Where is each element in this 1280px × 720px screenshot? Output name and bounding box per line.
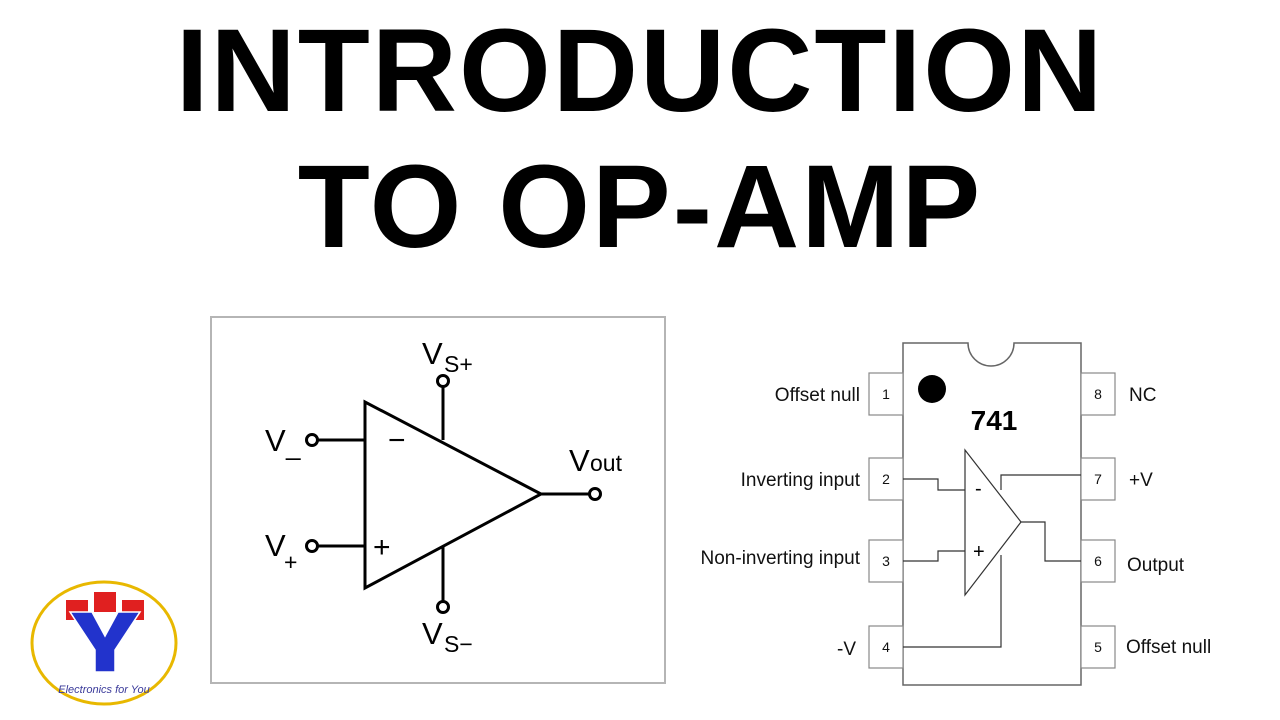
electronics-for-you-logo: Electronics for You — [30, 580, 178, 706]
pin-number-2: 2 — [882, 471, 890, 487]
pin-number-6: 6 — [1094, 553, 1102, 569]
pin-number-1: 1 — [882, 386, 890, 402]
label-vs-plus: V S+ — [422, 336, 473, 377]
pin-box-2 — [868, 457, 904, 501]
pin-number-7: 7 — [1094, 471, 1102, 487]
v-minus-terminal — [305, 433, 319, 447]
v-out-terminal — [588, 487, 602, 501]
vs-minus-terminal — [436, 600, 450, 614]
ic-part-number: 741 — [971, 405, 1018, 436]
opamp-minus-sign: − — [388, 424, 406, 457]
pin-box-3 — [868, 539, 904, 583]
pin-number-5: 5 — [1094, 639, 1102, 655]
pin-box-7 — [1080, 457, 1116, 501]
svg-text:_: _ — [285, 431, 301, 461]
pin-box-1 — [868, 372, 904, 416]
logo-caption: Electronics for You — [58, 684, 150, 696]
pin-label-2: Inverting input — [741, 470, 861, 491]
opamp-triangle — [363, 399, 545, 591]
svg-text:V: V — [265, 528, 286, 563]
title-line-2: TO OP-AMP — [297, 141, 983, 273]
pin-number-3: 3 — [882, 553, 890, 569]
pin1-marker-dot — [918, 375, 946, 403]
ic-plus-sign: + — [973, 541, 985, 563]
wire-pin4 — [903, 555, 1002, 648]
opamp-symbol — [305, 374, 602, 614]
svg-text:V: V — [265, 423, 286, 458]
svg-text:V: V — [569, 443, 590, 478]
opamp-plus-sign: + — [373, 531, 391, 564]
ic-internal-triangle — [964, 448, 1022, 597]
vs-plus-terminal — [436, 374, 450, 388]
pin-box-8 — [1080, 372, 1116, 416]
title-line-1: INTRODUCTION — [175, 5, 1105, 137]
ic-minus-sign: - — [975, 478, 982, 500]
pin-label-3: Non-inverting input — [701, 548, 861, 569]
pin-label-1: Offset null — [775, 385, 860, 406]
pin-box-4 — [868, 625, 904, 669]
v-plus-terminal — [305, 539, 319, 553]
svg-text:out: out — [590, 450, 623, 476]
label-v-minus: V _ — [265, 423, 301, 461]
pin-label-6: Output — [1127, 555, 1185, 576]
pin-number-8: 8 — [1094, 386, 1102, 402]
ic-741-pinout: 741 1 2 3 4 5 6 7 8 Offset null Invertin… — [701, 342, 1211, 686]
ic-internal-opamp — [903, 448, 1081, 648]
wire-pin7 — [1000, 474, 1081, 490]
svg-text:V: V — [422, 336, 443, 371]
svg-text:S−: S− — [444, 631, 473, 657]
logo-y-icon — [68, 611, 142, 673]
svg-text:+: + — [284, 549, 297, 575]
pin-label-4: -V — [837, 639, 856, 660]
pin-number-4: 4 — [882, 639, 890, 655]
label-v-plus: V + — [265, 528, 297, 575]
pin-label-5: Offset null — [1126, 637, 1211, 658]
label-vs-minus: V S− — [422, 616, 473, 657]
wire-pin3 — [903, 550, 965, 562]
pin-label-7: +V — [1129, 470, 1153, 491]
svg-text:V: V — [422, 616, 443, 651]
pin-box-6 — [1080, 539, 1116, 583]
pin-label-8: NC — [1129, 385, 1156, 406]
wire-pin2 — [903, 478, 965, 491]
wire-pin6 — [1021, 521, 1081, 562]
label-v-out: V out — [569, 443, 623, 478]
logo-block-middle — [94, 592, 116, 612]
ic-body — [902, 342, 1082, 686]
svg-text:S+: S+ — [444, 351, 473, 377]
pin-box-5 — [1080, 625, 1116, 669]
